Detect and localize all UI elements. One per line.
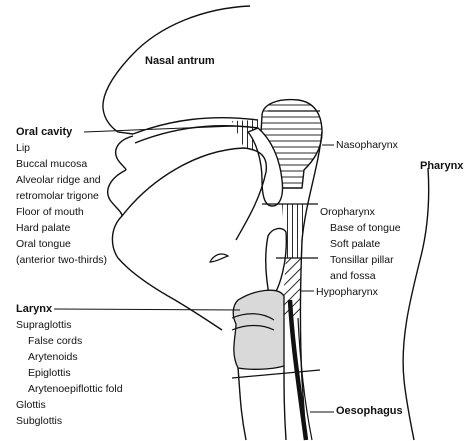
pharynx-outline <box>403 168 429 440</box>
oral-cavity-item: retromolar trigone <box>16 190 99 203</box>
tongue-outline <box>122 148 266 240</box>
label-hypopharynx: Hypopharynx <box>316 286 378 299</box>
label-pharynx: Pharynx <box>420 160 463 173</box>
oral-cavity-item: (anterior two-thirds) <box>16 254 107 267</box>
larynx-item: False cords <box>28 335 82 348</box>
tongue-hollow <box>210 254 228 262</box>
trachea-front <box>238 368 246 440</box>
larynx-item: Epiglottis <box>28 367 71 380</box>
oesophagus-divider <box>232 370 320 378</box>
leader-oral-cavity <box>84 126 236 132</box>
lower-face-outline <box>108 170 222 330</box>
larynx-item: Supraglottis <box>16 319 71 332</box>
face-outline <box>103 6 250 134</box>
label-oropharynx: Oropharynx <box>320 206 375 219</box>
larynx-item: Arytenoepiflottic fold <box>28 383 123 396</box>
label-larynx: Larynx <box>16 303 52 316</box>
oropharynx-item: Soft palate <box>330 238 380 251</box>
oral-cavity-item: Floor of mouth <box>16 206 84 219</box>
label-nasal-antrum: Nasal antrum <box>145 55 215 68</box>
oral-cavity-item: Buccal mucosa <box>16 158 87 171</box>
oropharynx-item: Base of tongue <box>330 222 401 235</box>
larynx-item: Glottis <box>16 399 46 412</box>
upper-lip-outline <box>116 136 133 170</box>
epiglottis <box>266 229 286 300</box>
trachea-back <box>284 366 286 440</box>
label-oral-cavity: Oral cavity <box>16 126 72 139</box>
oral-cavity-item: Oral tongue <box>16 238 71 251</box>
label-oesophagus: Oesophagus <box>336 405 403 418</box>
larynx-item: Arytenoids <box>28 351 78 364</box>
label-nasopharynx: Nasopharynx <box>336 139 398 152</box>
oropharynx-item: Tonsillar pillar <box>330 254 394 267</box>
larynx-item: Subglottis <box>16 415 62 428</box>
larynx-region <box>233 290 284 369</box>
leader-larynx <box>54 309 240 310</box>
oral-cavity-item: Lip <box>16 142 30 155</box>
oral-cavity-item: Alveolar ridge and <box>16 174 101 187</box>
oropharynx-item: and fossa <box>330 270 376 283</box>
oral-cavity-item: Hard palate <box>16 222 70 235</box>
